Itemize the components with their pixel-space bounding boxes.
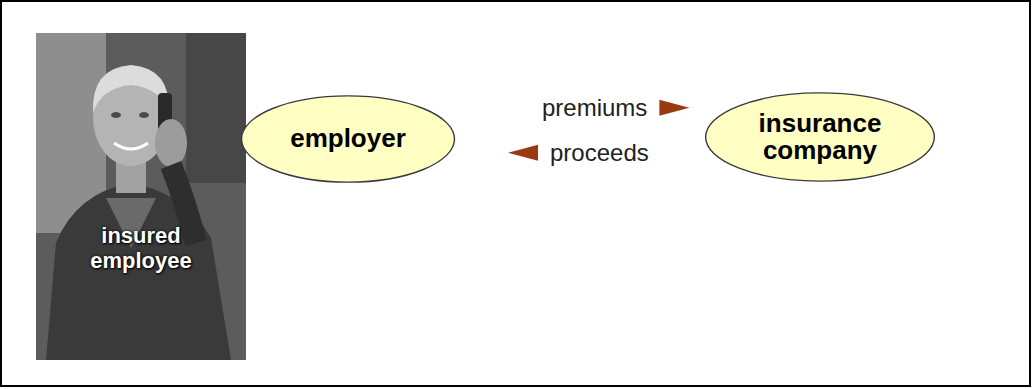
- arrowhead: [508, 145, 538, 161]
- photo-smile: [114, 143, 148, 149]
- photo-shadow: [186, 33, 246, 183]
- ellipse-shape: [242, 96, 455, 182]
- photo-caption: insured employee: [86, 223, 196, 274]
- flow-label: proceeds: [548, 139, 651, 167]
- photo-hand: [155, 119, 187, 167]
- photo-hair: [93, 65, 169, 113]
- photo-ground: [36, 33, 246, 360]
- flow-label: premiums: [540, 94, 649, 122]
- party-ellipse: employer: [240, 95, 456, 183]
- party-name: insurancecompany: [759, 110, 882, 165]
- party-name: employer: [290, 125, 406, 152]
- employee-photo: [36, 33, 246, 360]
- photo-box: insured employee: [36, 33, 246, 360]
- arrowhead: [659, 100, 689, 116]
- photo-shirt: [46, 183, 231, 360]
- party-ellipse: insurancecompany: [704, 92, 936, 182]
- ellipse-shape: [706, 93, 935, 181]
- photo-eye: [111, 112, 121, 118]
- photo-eye: [139, 112, 149, 118]
